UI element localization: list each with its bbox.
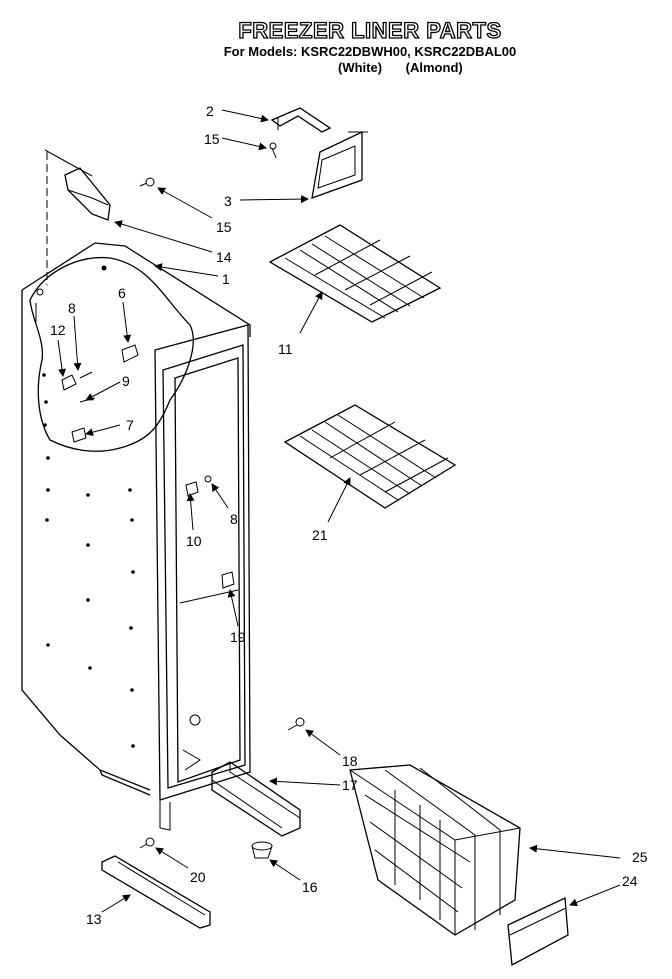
callout-16: 16 [302,879,318,895]
callout-labels: 2 15 3 15 14 1 6 8 12 9 7 11 21 8 10 19 … [50,103,648,927]
part-13-runner [101,855,211,929]
part-17-bottom-channel [211,761,301,837]
callout-24: 24 [622,873,638,889]
callout-14: 14 [216,249,232,265]
freezer-liner-body [21,149,251,796]
callout-10: 10 [186,533,202,549]
part-3-light-shield [311,130,368,199]
callout-18: 18 [342,753,358,769]
callout-21: 21 [312,527,328,543]
part-11-upper-shelf [268,224,442,323]
model-numbers: For Models: KSRC22DBWH00, KSRC22DBAL00 [223,44,517,59]
callout-13: 13 [86,911,102,927]
callout-7: 7 [126,417,134,433]
callout-19: 19 [230,629,246,645]
callout-6: 6 [118,285,126,301]
callout-12: 12 [50,322,66,338]
color-almond: (Almond) [405,60,463,75]
callout-2: 2 [206,103,214,119]
diagram-title: FREEZER LINER PARTS [238,17,502,43]
mounting-hardware [61,344,235,589]
color-white: (White) [338,60,383,75]
callout-8-left: 8 [68,300,76,316]
callout-8-right: 8 [230,511,238,527]
leader-lines [57,109,621,913]
part-2-cover-bracket [270,107,332,133]
part-15-screw-lower [139,177,155,187]
part-15-screw-upper [269,142,277,159]
part-21-lower-shelf [283,404,457,509]
liner-front-frame [154,324,251,831]
callout-9: 9 [122,373,130,389]
callout-1: 1 [222,271,230,287]
top-cut-marks: — — — — — [14,0,75,5]
callout-17: 17 [342,777,358,793]
part-14-bracket [64,167,111,221]
part-16-cap [251,841,273,859]
callout-11: 11 [278,341,293,357]
callout-20: 20 [190,869,206,885]
callout-15-top: 15 [204,131,220,147]
part-20-screw [139,837,155,849]
part-24-basket-front [507,897,569,967]
callout-3: 3 [224,193,232,209]
callout-15-lower: 15 [216,219,232,235]
callout-25: 25 [632,849,648,865]
part-25-wire-basket [349,764,521,936]
part-18-screw [287,717,305,731]
color-variants: (White) (Almond) [310,60,510,75]
